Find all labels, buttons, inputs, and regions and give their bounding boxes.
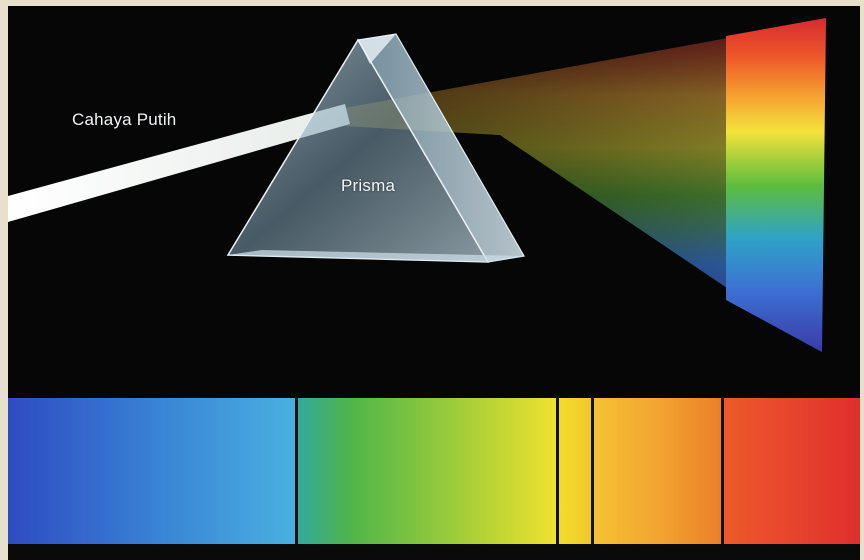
band-divider [295, 396, 298, 560]
spectrum-screen [726, 18, 826, 352]
spectrum-band-blue [8, 398, 296, 544]
white-light-label: Cahaya Putih [72, 110, 176, 130]
spectrum-strip [8, 390, 860, 560]
strip-bottom-border [8, 544, 860, 560]
prism-label: Prisma [341, 176, 395, 196]
band-divider [721, 396, 724, 560]
spectrum-band-orange [593, 398, 721, 544]
band-divider [556, 396, 559, 560]
spectrum-band-green [298, 398, 556, 544]
band-divider [591, 396, 594, 560]
spectrum-band-red [723, 398, 860, 544]
spectrum-band-yellow [558, 398, 591, 544]
